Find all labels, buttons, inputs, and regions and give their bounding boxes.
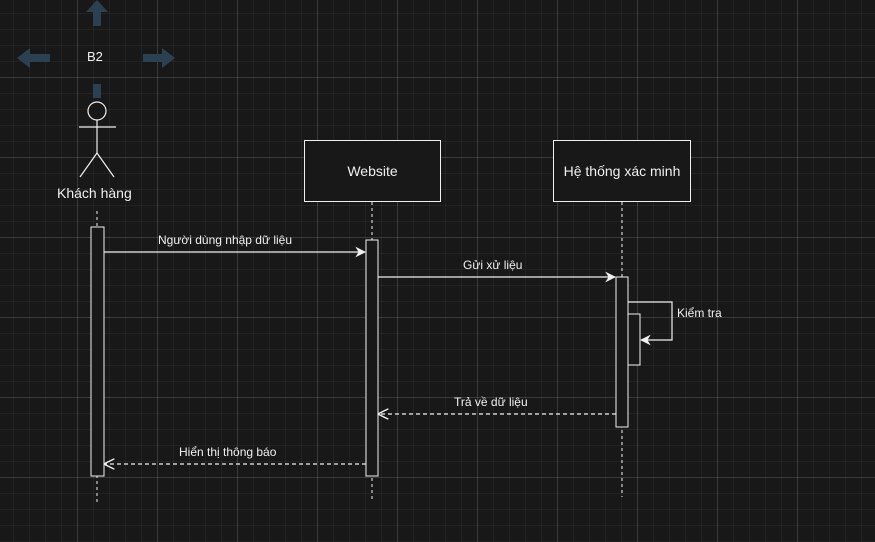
participant-website[interactable]: Website	[304, 140, 441, 202]
verify-nested-activation[interactable]	[627, 313, 641, 366]
message-label-4: Trả về dữ liệu	[454, 395, 528, 409]
selection-label: B2	[87, 49, 103, 64]
actor-label: Khách hàng	[57, 185, 132, 201]
stick-figure-icon[interactable]	[79, 101, 116, 178]
participant-verify[interactable]: Hệ thống xác minh	[553, 140, 691, 202]
message-arrow-3[interactable]	[628, 301, 673, 346]
selection-handles[interactable]	[17, 0, 175, 98]
message-label-5: Hiển thị thông báo	[179, 445, 277, 459]
participant-verify-label: Hệ thống xác minh	[563, 163, 681, 179]
message-label-2: Gửi xử liệu	[463, 258, 523, 272]
actor-activation[interactable]	[90, 226, 105, 477]
participant-website-label: Website	[347, 163, 398, 179]
arrow-up-icon[interactable]	[86, 0, 108, 26]
arrow-right-icon[interactable]	[143, 48, 175, 68]
message-label-3: Kiểm tra	[677, 306, 722, 320]
website-activation[interactable]	[365, 239, 379, 477]
verify-activation[interactable]	[615, 276, 629, 428]
message-label-1: Người dùng nhập dữ liệu	[158, 233, 293, 247]
arrow-down-icon[interactable]	[93, 84, 101, 98]
arrow-left-icon[interactable]	[17, 48, 50, 68]
